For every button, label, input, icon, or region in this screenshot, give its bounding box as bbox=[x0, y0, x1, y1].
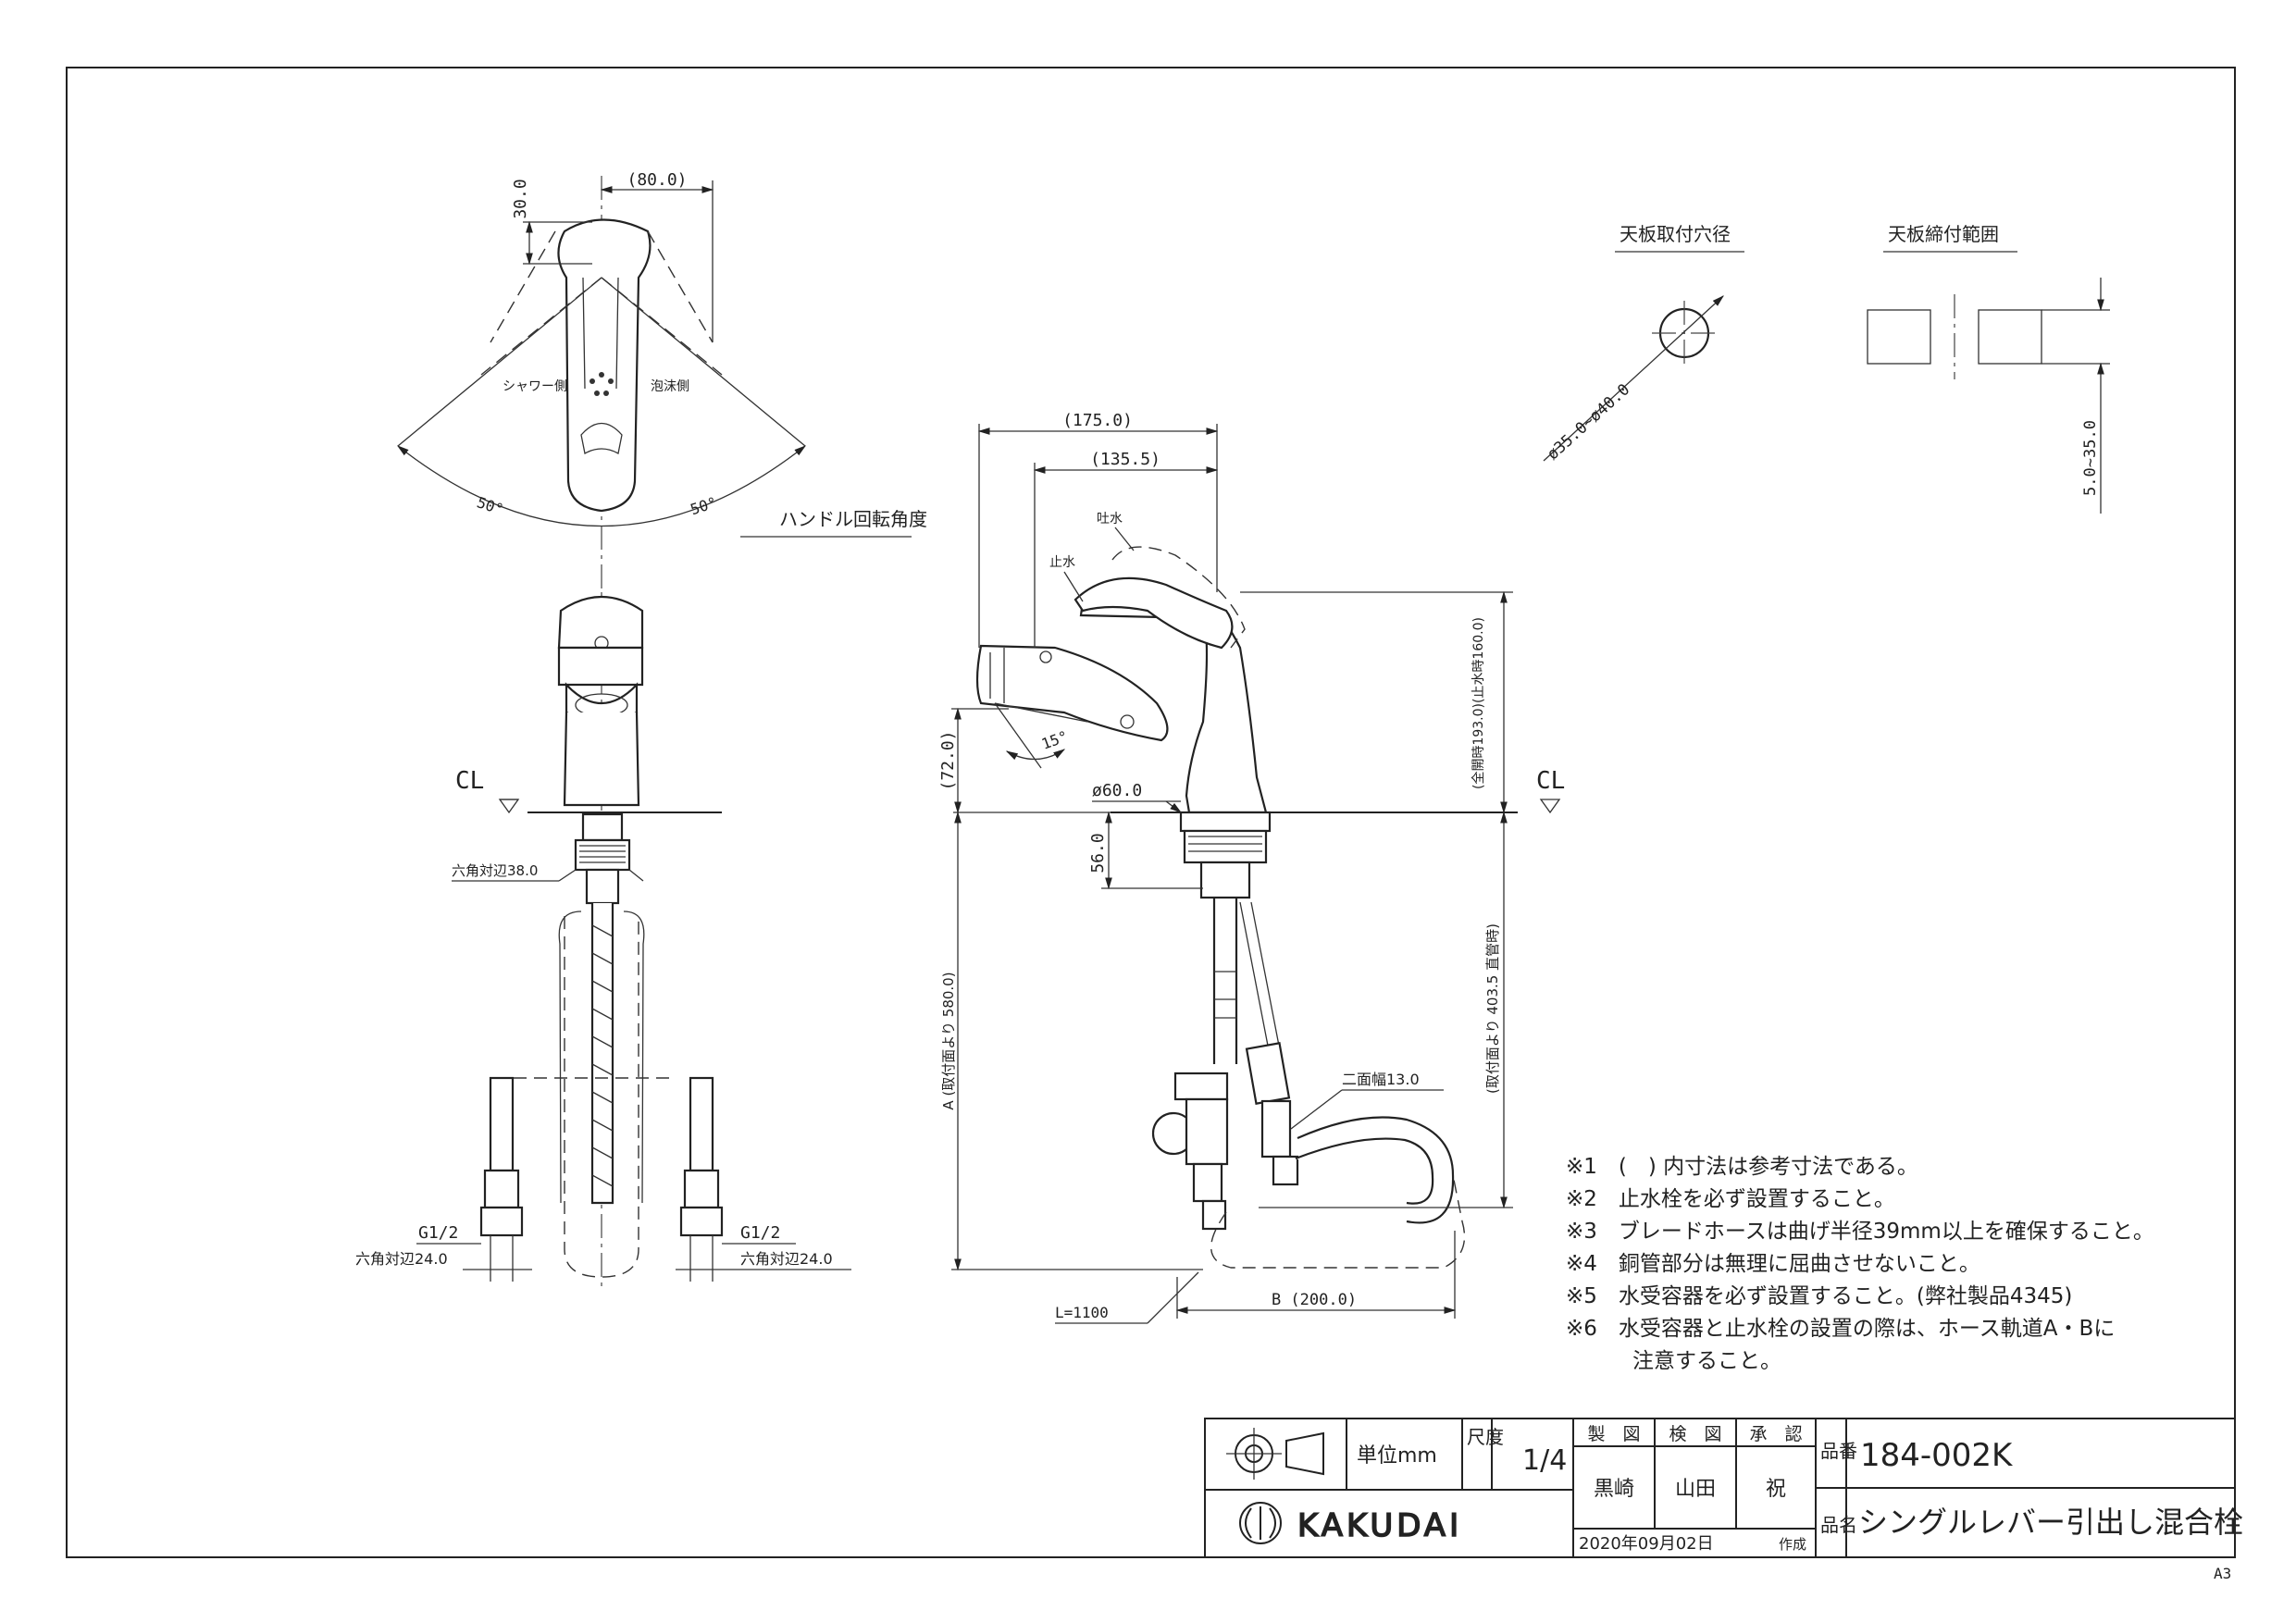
approve-label: 承 認 bbox=[1749, 1424, 1802, 1444]
note-6-cont: 注意すること。 bbox=[1632, 1349, 1781, 1373]
notes: ※1 ( ) 内寸法は参考寸法である。 ※2 止水栓を必ず設置すること。 ※3 … bbox=[1566, 1155, 2154, 1373]
caption-handle-rotation: ハンドル回転角度 bbox=[779, 508, 927, 530]
part-no-label: 品番 bbox=[1820, 1440, 1857, 1462]
unit-label: 単位mm bbox=[1357, 1444, 1437, 1468]
label-stop: 止水 bbox=[1049, 555, 1075, 570]
cl-mark-side: CL bbox=[1536, 767, 1565, 795]
brand-name: KAKUDAI bbox=[1297, 1507, 1462, 1544]
label-shower-side: シャワー側 bbox=[503, 379, 567, 394]
front-view: CL 六角対辺38.0 G1/2 六角対辺24 bbox=[355, 592, 851, 1286]
title-block: 単位mm 尺度 1/4 製 図 検 図 承 認 黒崎 山田 祝 2020年09月… bbox=[1204, 1418, 2243, 1558]
angle-spout: 15° bbox=[1039, 727, 1071, 753]
dim-hole: ø35.0~ø40.0 bbox=[1544, 380, 1633, 464]
date: 2020年09月02日 bbox=[1579, 1534, 1714, 1554]
title-thickness: 天板締付範囲 bbox=[1888, 223, 1999, 245]
dim-72: (72.0) bbox=[938, 730, 958, 790]
sheet-border bbox=[66, 67, 2236, 1558]
dim-a-580: A (取付面より 580.0) bbox=[940, 972, 957, 1109]
part-no: 184-002K bbox=[1860, 1437, 2014, 1474]
note-2: ※2 止水栓を必ず設置すること。 bbox=[1566, 1187, 1895, 1211]
note-5: ※5 水受容器を必ず設置すること。(弊社製品4345) bbox=[1566, 1284, 2072, 1308]
label-open: 吐水 bbox=[1097, 512, 1123, 527]
dim-80: (80.0) bbox=[627, 170, 687, 190]
side-view: CL (175.0) (135.5) 吐水 止水 bbox=[938, 411, 1565, 1324]
note-4: ※4 銅管部分は無理に屈曲させないこと。 bbox=[1566, 1252, 1980, 1276]
dim-hose-length: L=1100 bbox=[1055, 1304, 1109, 1321]
dim-thickness: 5.0~35.0 bbox=[2081, 420, 2100, 496]
thickness-detail: 天板締付範囲 5.0~35.0 bbox=[1867, 223, 2110, 514]
part-name-label: 品名 bbox=[1820, 1514, 1857, 1536]
part-name: シングルレバー引出し混合栓 bbox=[1858, 1505, 2243, 1540]
scale-value: 1/4 bbox=[1522, 1444, 1567, 1477]
sheet-size: A3 bbox=[2214, 1565, 2231, 1582]
label-hex-38: 六角対辺38.0 bbox=[452, 862, 538, 879]
dim-base-dia: ø60.0 bbox=[1092, 781, 1142, 800]
projection-symbol-icon bbox=[1226, 1428, 1324, 1480]
dim-wrench-13: 二面幅13.0 bbox=[1342, 1071, 1420, 1088]
note-3: ※3 ブレードホースは曲げ半径39mm以上を確保すること。 bbox=[1566, 1220, 2154, 1244]
made-name: 黒崎 bbox=[1594, 1478, 1634, 1501]
label-foam-side: 泡沫側 bbox=[651, 379, 689, 394]
label-thread-left: G1/2 bbox=[418, 1223, 458, 1243]
note-6: ※6 水受容器と止水栓の設置の際は、ホース軌道A・Bに bbox=[1566, 1317, 2115, 1341]
angle-left: 50° bbox=[475, 493, 505, 518]
hole-detail: 天板取付穴径 ø35.0~ø40.0 bbox=[1543, 223, 1744, 464]
label-hex-24-right: 六角対辺24.0 bbox=[740, 1250, 833, 1268]
approve-name: 祝 bbox=[1766, 1478, 1786, 1501]
made-label: 製 図 bbox=[1587, 1424, 1640, 1444]
dim-135: (135.5) bbox=[1090, 450, 1160, 469]
dim-b-200: B (200.0) bbox=[1272, 1291, 1357, 1309]
cl-mark-front: CL bbox=[455, 767, 484, 795]
check-label: 検 図 bbox=[1669, 1424, 1721, 1444]
dim-193-160: (全開時193.0)(止水時160.0) bbox=[1471, 617, 1486, 789]
top-view: 30.0 (80.0) シャワー側 泡沫側 50° 50° ハンドル回転角度 bbox=[396, 170, 927, 592]
dim-30: 30.0 bbox=[511, 179, 530, 218]
title-hole: 天板取付穴径 bbox=[1620, 223, 1731, 245]
check-name: 山田 bbox=[1675, 1478, 1716, 1501]
dim-175: (175.0) bbox=[1062, 411, 1133, 430]
created-label: 作成 bbox=[1779, 1536, 1806, 1553]
label-hex-24-left: 六角対辺24.0 bbox=[355, 1250, 448, 1268]
scale-label: 尺度 bbox=[1467, 1426, 1504, 1448]
note-1: ※1 ( ) 内寸法は参考寸法である。 bbox=[1566, 1155, 1918, 1179]
kakudai-logo-icon bbox=[1239, 1502, 1282, 1544]
dim-56: 56.0 bbox=[1088, 833, 1108, 873]
dim-403: (取付面より 403.5 直管時) bbox=[1484, 923, 1501, 1094]
angle-right: 50° bbox=[689, 493, 719, 518]
label-thread-right: G1/2 bbox=[740, 1223, 780, 1243]
